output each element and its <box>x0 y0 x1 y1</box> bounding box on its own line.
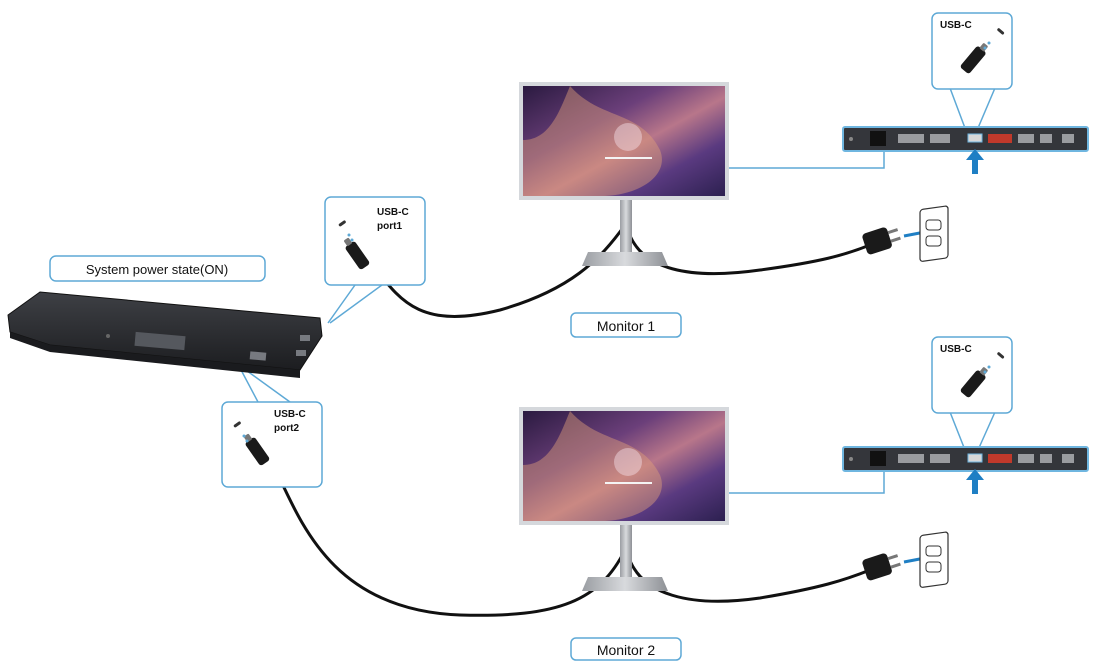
monitor-2 <box>519 407 729 591</box>
panel-2-port-e <box>1062 454 1074 463</box>
usb-c-callout-bottom-line-left <box>949 411 966 451</box>
monitor-1-screen-highlight <box>523 86 662 196</box>
panel-2-power-port <box>870 451 886 466</box>
laptop-side-face <box>10 332 300 378</box>
laptop-body <box>7 291 323 371</box>
panel-1-power-port <box>870 131 886 146</box>
usb-c-receptacle-icon <box>233 421 249 443</box>
usb-c-top-label: USB-C <box>940 20 972 31</box>
wall-outlet-1 <box>919 205 949 262</box>
system-power-state-label: System power state(ON) <box>86 262 228 277</box>
usb-c-callout-top-line-right <box>977 87 996 129</box>
usb-c-receptacle-icon <box>983 352 1005 374</box>
monitor-2-rear-io-panel <box>842 446 1089 472</box>
panel-2-port-b <box>930 454 950 463</box>
monitor-1 <box>519 82 729 266</box>
usb-c-bottom-callout: USB-C <box>931 336 1013 414</box>
laptop-port-usb-a <box>249 351 267 361</box>
system-power-state-callout: System power state(ON) <box>49 255 266 282</box>
panel-1-usb-c-port <box>967 133 983 143</box>
power-cable-monitor-2 <box>626 553 872 603</box>
panel-2-red-port <box>988 454 1012 463</box>
monitor-2-screen-highlight <box>523 411 662 521</box>
usb-c-port1-callout: USB-C port1 <box>324 196 426 286</box>
panel-1-port-e <box>1062 134 1074 143</box>
panel-1-port-b <box>930 134 950 143</box>
usb-c-callout-bottom-line-right <box>977 411 996 451</box>
panel-1-port-d <box>1040 134 1052 143</box>
port1-callout-pointer-b <box>329 284 383 324</box>
panel-2-port-a <box>898 454 924 463</box>
usb-c-receptacle-icon <box>983 28 1005 50</box>
panel-2-port-d <box>1040 454 1052 463</box>
usb-c-port2-label-line1: USB-C <box>274 409 306 420</box>
usb-c-receptacle-icon <box>338 220 354 242</box>
monitor-1-screen-light <box>614 123 642 151</box>
monitor-1-rear-io-panel <box>842 126 1089 152</box>
monitor-1-stand-neck <box>620 198 632 253</box>
usb-c-port2-callout: USB-C port2 <box>221 401 323 488</box>
monitor-2-screen-light <box>614 448 642 476</box>
panel-1-red-port <box>988 134 1012 143</box>
port1-callout-pointer-a <box>327 284 356 324</box>
panel-2-port-c <box>1018 454 1034 463</box>
panel-2-lock-slot <box>849 457 853 461</box>
monitor-1-usb-c-arrow-icon <box>966 149 984 174</box>
usb-c-port2-label-line2: port2 <box>274 423 299 434</box>
monitor-2-stand-neck <box>620 523 632 578</box>
monitor-2-usb-c-arrow-icon <box>966 469 984 494</box>
monitor-1-stand-base <box>582 252 668 266</box>
monitor-2-stand-base <box>582 577 668 591</box>
usb-c-bottom-label: USB-C <box>940 344 972 355</box>
laptop-led <box>106 334 110 338</box>
laptop-port-usb-c-2 <box>296 350 306 356</box>
power-cable-monitor-1 <box>626 228 872 276</box>
usb-c-plug-icon <box>344 237 370 270</box>
usb-c-port1-label-line1: USB-C <box>377 207 409 218</box>
panel-1-port-c <box>1018 134 1034 143</box>
monitor-2-label-box: Monitor 2 <box>570 637 682 661</box>
monitor-1-to-panel-line <box>728 150 885 169</box>
monitor-1-label-box: Monitor 1 <box>570 312 682 338</box>
power-plug-2 <box>862 553 901 581</box>
panel-2-usb-c-port <box>967 453 983 463</box>
monitor-1-label: Monitor 1 <box>597 318 656 334</box>
laptop-vent-grill <box>134 331 186 351</box>
usb-c-callout-top-line-left <box>949 87 966 129</box>
usb-c-port1-label-line2: port1 <box>377 221 402 232</box>
usb-c-top-callout: USB-C <box>931 12 1013 90</box>
monitor-2-label: Monitor 2 <box>597 642 656 658</box>
wall-outlet-2 <box>919 531 949 588</box>
callout-lines <box>239 87 996 494</box>
monitor-2-to-panel-line <box>728 472 885 494</box>
panel-1-lock-slot <box>849 137 853 141</box>
port2-callout-pointer-a <box>239 367 259 403</box>
power-plug-1 <box>862 227 901 255</box>
laptop-port-usb-c-1 <box>300 335 310 341</box>
port2-callout-pointer-b <box>242 367 291 403</box>
panel-1-port-a <box>898 134 924 143</box>
laptop-device <box>7 291 323 378</box>
